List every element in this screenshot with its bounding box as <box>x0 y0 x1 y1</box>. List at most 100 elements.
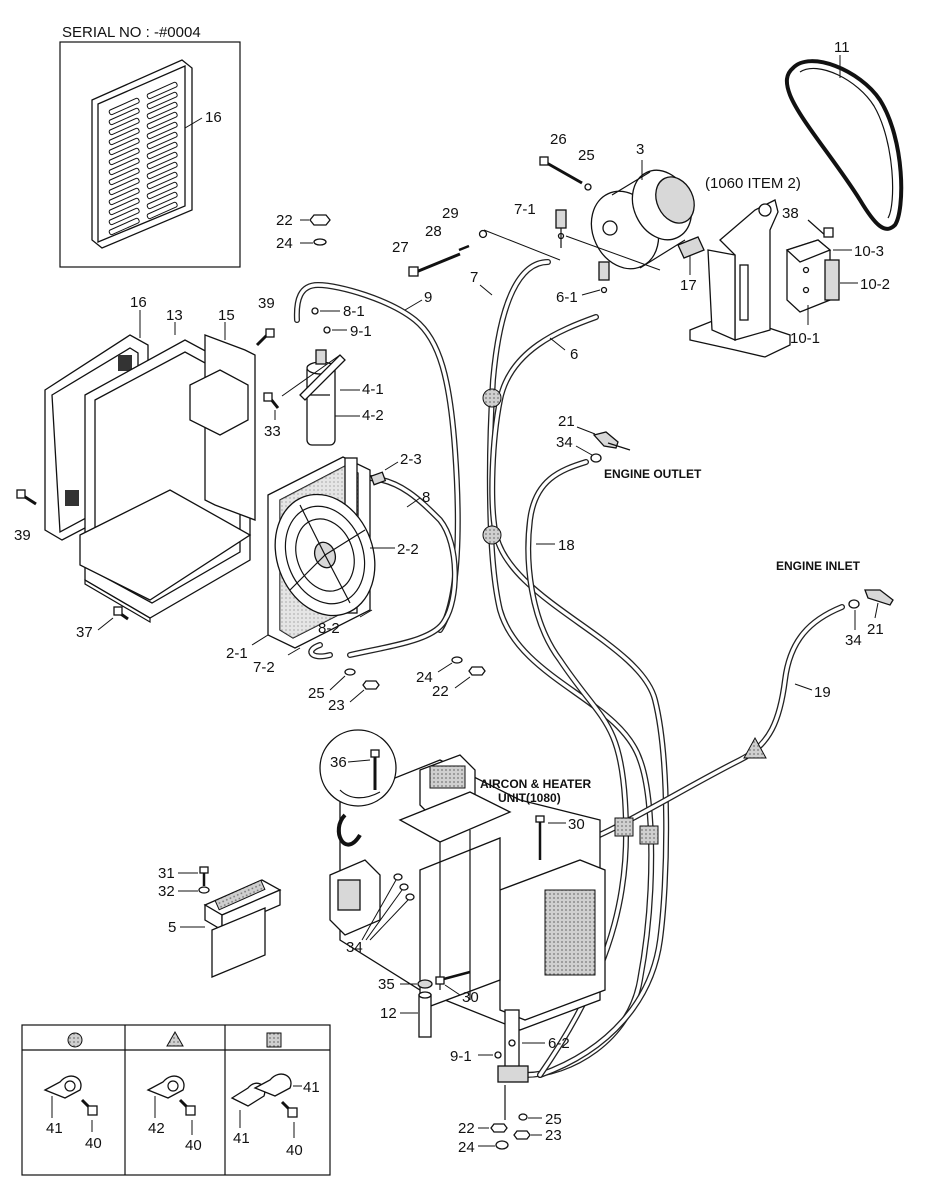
callout-22a: 22 <box>276 212 293 229</box>
callout-24c: 24 <box>458 1139 475 1156</box>
legend-3-clamp-b: 41 <box>303 1079 320 1096</box>
bolt-39a <box>255 328 275 347</box>
callout-24a: 24 <box>276 235 293 252</box>
compressor-3 <box>590 169 695 270</box>
grille-slot <box>146 201 178 220</box>
grille-slot <box>146 171 178 190</box>
bracket-15 <box>189 334 256 521</box>
nut-22a <box>309 214 331 226</box>
callout-28: 28 <box>425 223 442 240</box>
grille-slot <box>108 167 140 186</box>
callout-29: 29 <box>442 205 459 222</box>
grille-slot <box>146 81 178 100</box>
note-aircon-line2: UNIT(1080) <box>498 791 561 805</box>
washer-25c <box>518 1113 528 1121</box>
grille-slot <box>108 207 140 226</box>
callout-32: 32 <box>158 883 175 900</box>
callout-2-3: 2-3 <box>400 451 422 468</box>
callout-21a: 21 <box>558 413 575 430</box>
callout-8: 8 <box>422 489 430 506</box>
legend-3-bolt: 40 <box>286 1142 303 1159</box>
legend-1-clamp: 41 <box>46 1120 63 1137</box>
grille-slot <box>108 157 140 176</box>
callout-22b: 22 <box>432 683 449 700</box>
screw-30a <box>535 815 545 860</box>
callout-7: 7 <box>470 269 478 286</box>
drain-hose-12 <box>417 979 433 1038</box>
serial-inset: SERIAL NO : -#0004 16 <box>59 24 241 268</box>
bolt-39b <box>16 489 37 506</box>
clamp-marker-circle-1 <box>482 388 502 408</box>
callout-11: 11 <box>834 39 850 56</box>
callout-16b: 16 <box>130 294 147 311</box>
nut-22c <box>490 1123 508 1133</box>
clamp-marker-square-2 <box>639 825 659 845</box>
inset-circle-36 <box>319 729 397 807</box>
note-engine-inlet: ENGINE INLET <box>776 559 861 573</box>
callout-25b: 25 <box>308 685 325 702</box>
hose-clamp-34a <box>590 453 602 463</box>
legend-panel-triangle: 42 40 <box>146 1075 202 1154</box>
callout-34b: 34 <box>845 632 862 649</box>
callout-10-2: 10-2 <box>860 276 890 293</box>
callout-35: 35 <box>378 976 395 993</box>
callout-36: 36 <box>330 754 347 771</box>
control-panel-5 <box>203 879 282 978</box>
callout-13: 13 <box>166 307 183 324</box>
grille-slot <box>108 187 140 206</box>
callout-19: 19 <box>814 684 831 701</box>
callout-30b: 30 <box>462 989 479 1006</box>
callout-23a: 23 <box>328 697 345 714</box>
washer-24b <box>451 656 463 664</box>
grille-slot <box>108 147 140 166</box>
callout-22c: 22 <box>458 1120 475 1137</box>
callout-27: 27 <box>392 239 409 256</box>
hose-7 <box>486 259 655 1078</box>
aircon-heater-unit <box>329 754 606 1031</box>
callout-33: 33 <box>264 423 281 440</box>
receiver-drier-4 <box>299 349 346 446</box>
spacer-17 <box>677 236 705 259</box>
hose-18 <box>525 459 630 1078</box>
callout-12: 12 <box>380 1005 397 1022</box>
heater-valve-6-2 <box>497 1009 529 1120</box>
washer-24c <box>495 1140 509 1150</box>
callout-25c: 25 <box>545 1111 562 1128</box>
nut-22b <box>468 666 486 676</box>
washer-25b <box>344 668 356 676</box>
serial-note: SERIAL NO : -#0004 <box>62 24 201 41</box>
grille-slot <box>146 101 178 120</box>
callout-10-1: 10-1 <box>790 330 820 347</box>
grille-slot <box>108 127 140 146</box>
hose-clamp-34b <box>848 599 860 609</box>
legend-panel-square: 41 41 40 <box>230 1073 320 1159</box>
legend-circle-symbol <box>67 1032 83 1048</box>
callout-9-1b: 9-1 <box>450 1048 472 1065</box>
hose-9 <box>293 281 461 633</box>
grille-slot <box>146 121 178 140</box>
bolt-27 <box>408 252 461 277</box>
callout-21b: 21 <box>867 621 884 638</box>
fitting-7-1 <box>555 209 567 248</box>
clamp-marker-circle-2 <box>482 525 502 545</box>
note-1060-item2: (1060 ITEM 2) <box>705 175 801 192</box>
legend-2-clamp: 42 <box>148 1120 165 1137</box>
note-aircon-line1: AIRCON & HEATER <box>480 777 591 791</box>
grille-slot <box>108 137 140 156</box>
callout-17: 17 <box>680 277 697 294</box>
callout-3: 3 <box>636 141 644 158</box>
callout-25a: 25 <box>578 147 595 164</box>
hose-8 <box>308 475 458 660</box>
callout-34c: 34 <box>346 939 363 956</box>
grille-slot <box>108 97 140 116</box>
fitting-2-3 <box>370 471 387 486</box>
clamp-legend: 41 40 42 40 41 41 40 <box>21 1024 331 1176</box>
grille-slot <box>108 197 140 216</box>
grille-slot <box>108 177 140 196</box>
bolt-37 <box>113 606 129 621</box>
callout-39a: 39 <box>258 295 275 312</box>
grille-slot <box>146 131 178 150</box>
callout-8-2: 8-2 <box>318 620 340 637</box>
callout-9: 9 <box>424 289 432 306</box>
